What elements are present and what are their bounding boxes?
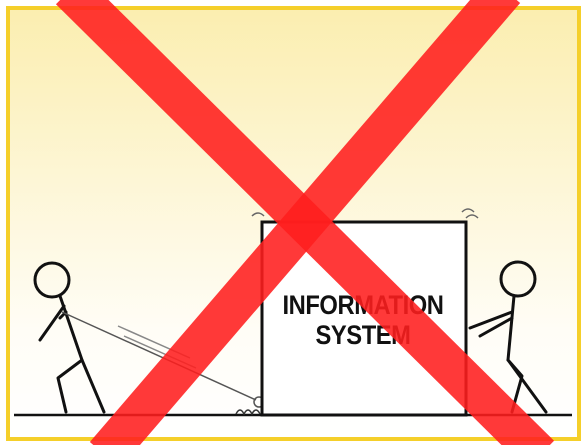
left-figure-legs [58, 360, 104, 412]
rope-tension-marks [118, 326, 196, 368]
left-figure-head [35, 263, 69, 297]
right-figure-legs [508, 360, 546, 412]
rope-line [62, 312, 256, 400]
box-label-line2: SYSTEM [279, 320, 446, 350]
left-figure-arms [40, 306, 66, 340]
right-figure-arms [470, 312, 512, 336]
rope [62, 312, 264, 414]
stick-figure-left [35, 263, 104, 412]
stick-figure-right [470, 262, 546, 412]
rope-coil [236, 410, 260, 414]
box-label: INFORMATION SYSTEM [279, 290, 446, 350]
right-figure-body [508, 296, 514, 360]
box-label-line1: INFORMATION [279, 290, 446, 320]
right-figure-head [501, 262, 535, 296]
box-motion-marks [252, 209, 478, 218]
